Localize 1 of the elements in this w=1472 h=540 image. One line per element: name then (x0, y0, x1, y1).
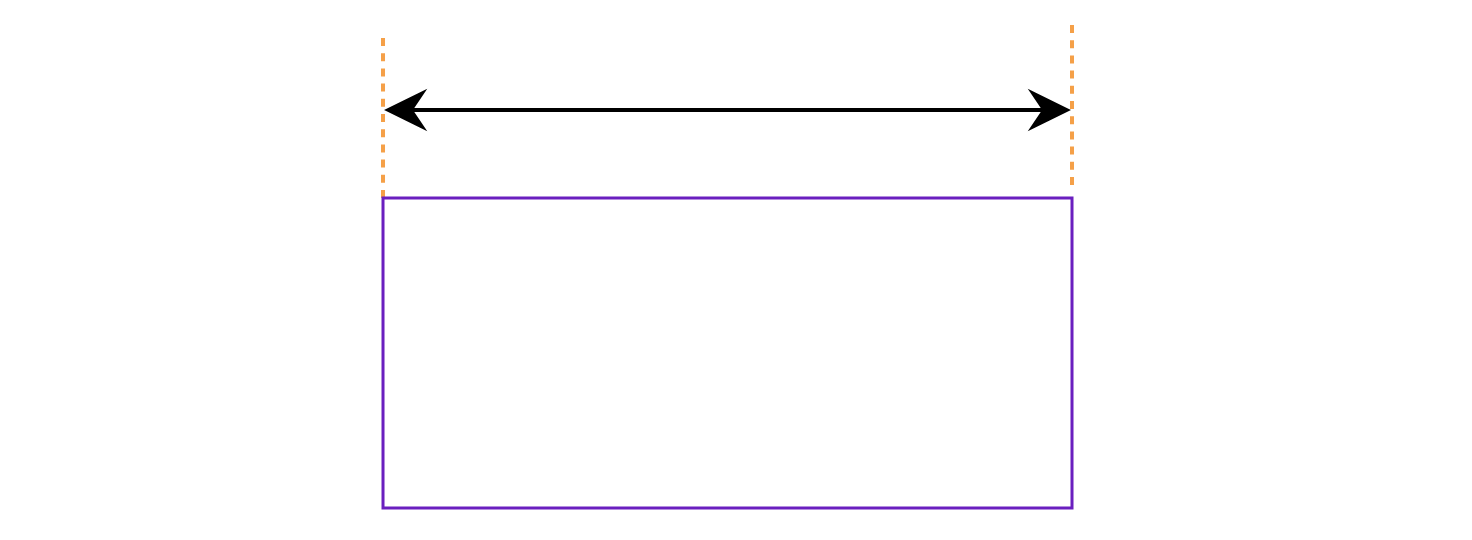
rectangle (381, 196, 1074, 510)
